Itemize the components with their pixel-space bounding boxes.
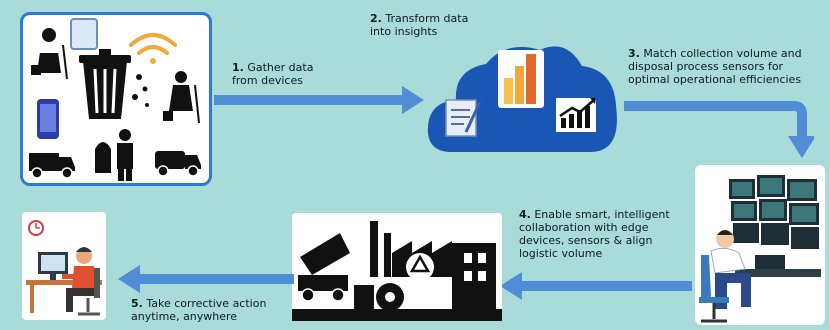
cloud [427, 46, 617, 152]
truck-icon [29, 153, 75, 179]
bin-icon [79, 49, 149, 119]
growth-chart-icon [556, 98, 596, 132]
devices-illustration [29, 18, 201, 181]
wifi-icon [129, 33, 177, 64]
flow-arrow-1 [214, 86, 424, 114]
truck-icon [155, 151, 201, 177]
factory-panel [292, 213, 502, 321]
cleaner-icon [163, 71, 200, 124]
step-1-label: 1. Gather data from devices [232, 61, 314, 87]
flow-arrow-4 [500, 272, 692, 300]
flow-arrow-3 [624, 101, 814, 158]
operator-icon [699, 175, 821, 323]
step-4-label: 4. Enable smart, intelligent collaborati… [519, 208, 670, 260]
step-2-label: 2. Transform data into insights [370, 12, 469, 38]
operator-panel [695, 165, 825, 325]
worker-icon [95, 129, 133, 181]
tablet-icon [70, 18, 98, 50]
step-3-label: 3. Match collection volume and disposal … [628, 47, 802, 86]
devices-panel [20, 12, 212, 186]
factory-icon [292, 221, 502, 321]
desk-worker-panel [22, 212, 106, 320]
cleaner-icon [31, 28, 68, 80]
power-bi-icon [498, 50, 544, 108]
report-icon [445, 99, 482, 137]
desk-worker-icon [26, 220, 102, 316]
flow-arrow-5 [118, 265, 294, 293]
step-5-label: 5. Take corrective action anytime, anywh… [131, 297, 267, 323]
